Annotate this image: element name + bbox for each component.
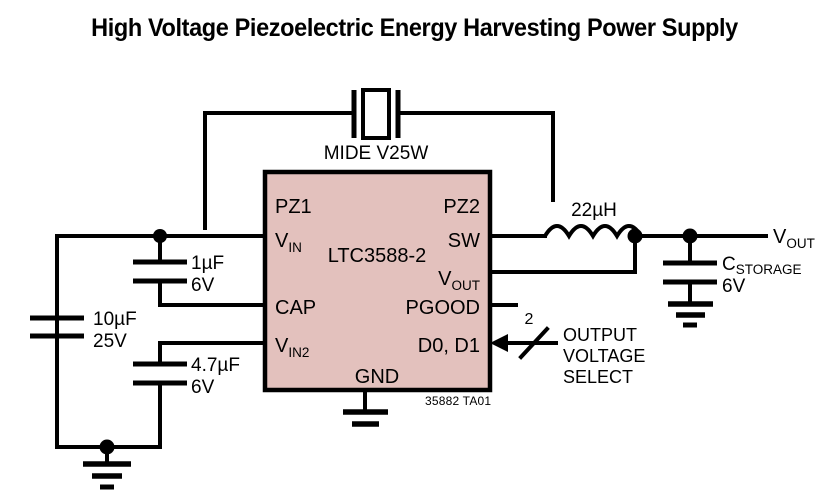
wire-vin2-to-cap47uf [158,341,267,362]
output-select-line1: OUTPUT [563,325,637,345]
ic-body-ltc3588 [262,169,493,393]
ground-symbol-output [668,301,713,328]
capacitor-storage-symbol [663,260,717,285]
bus-arrowhead-icon [490,334,508,352]
piezo-element-symbol [351,88,401,140]
bus-width-label: 2 [525,311,534,328]
ground-symbol-ic [343,409,388,427]
cap-10uf-value: 10µF [93,309,137,330]
pin-label-pz1: PZ1 [275,196,312,218]
cap-storage-label: CSTORAGE [722,254,802,277]
pin-label-vin: VIN [275,230,302,255]
pin-label-cap: CAP [275,297,316,319]
cap-4p7uf-value: 4.7µF [191,355,240,376]
pin-label-sw: SW [448,230,480,252]
capacitor-4p7uf-symbol [133,361,187,386]
piezo-label: MIDE V25W [324,143,429,164]
reference-designator: 35882 TA01 [425,394,491,408]
output-select-line2: VOLTAGE [563,346,645,366]
cap-4p7uf-rating: 6V [191,377,215,398]
pin-label-pgood: PGOOD [406,297,480,319]
pin-label-gnd: GND [355,366,399,388]
bus-slash-icon [518,326,550,360]
pin-label-d0d1: D0, D1 [418,335,480,357]
wire-left-rail-to-gnd [55,234,162,449]
piezo-body [361,88,391,140]
ic-part-number: LTC3588-2 [328,245,427,267]
pin-label-vin2: VIN2 [275,335,309,360]
cap-1uf-rating: 6V [191,275,215,296]
wire-voutpin-to-outnode [488,234,637,274]
pin-label-vout: VOUT [438,268,480,293]
capacitor-1uf-symbol [133,259,187,284]
cap-storage-rating: 6V [722,276,746,297]
ground-symbol-left [83,461,131,490]
pin-label-pz2: PZ2 [443,196,480,218]
output-select-line3: SELECT [563,367,633,387]
capacitor-10uf-symbol [30,315,84,339]
wire-piezo-to-pz2 [398,111,555,202]
cap-1uf-value: 1µF [191,253,224,274]
net-label-vout: VOUT [773,226,815,251]
inductor-value: 22µH [571,200,617,221]
cap-10uf-rating: 25V [93,331,127,352]
wire-pz1-to-piezo [203,111,354,230]
junction-switch-output [627,228,643,244]
wire-cap1uf-to-cappin [158,279,267,307]
page-title: High Voltage Piezoelectric Energy Harves… [91,14,738,42]
inductor-22uh-symbol [543,224,643,240]
